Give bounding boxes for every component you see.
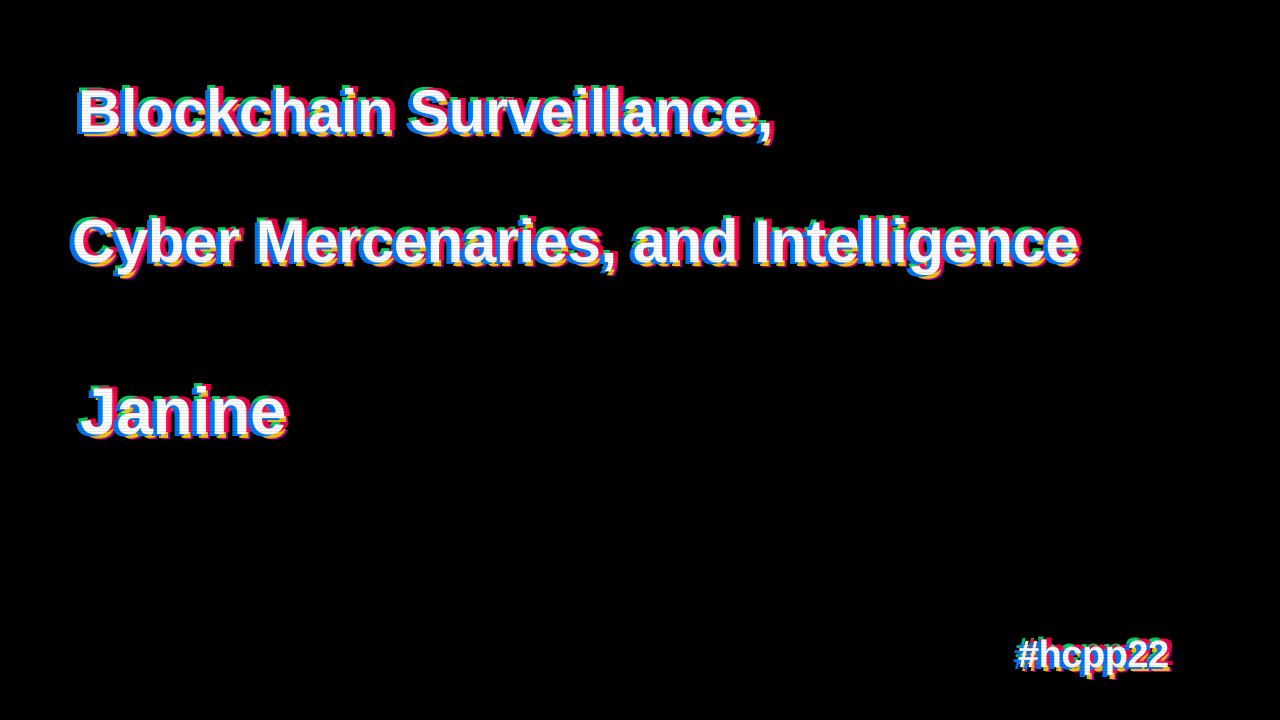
speaker-name: Janine — [80, 374, 287, 448]
event-hashtag: #hcpp22 — [1018, 634, 1169, 676]
talk-title-line-2: Cyber Mercenaries, and Intelligence — [72, 208, 1079, 275]
talk-title-line-1: Blockchain Surveillance, — [78, 78, 773, 145]
